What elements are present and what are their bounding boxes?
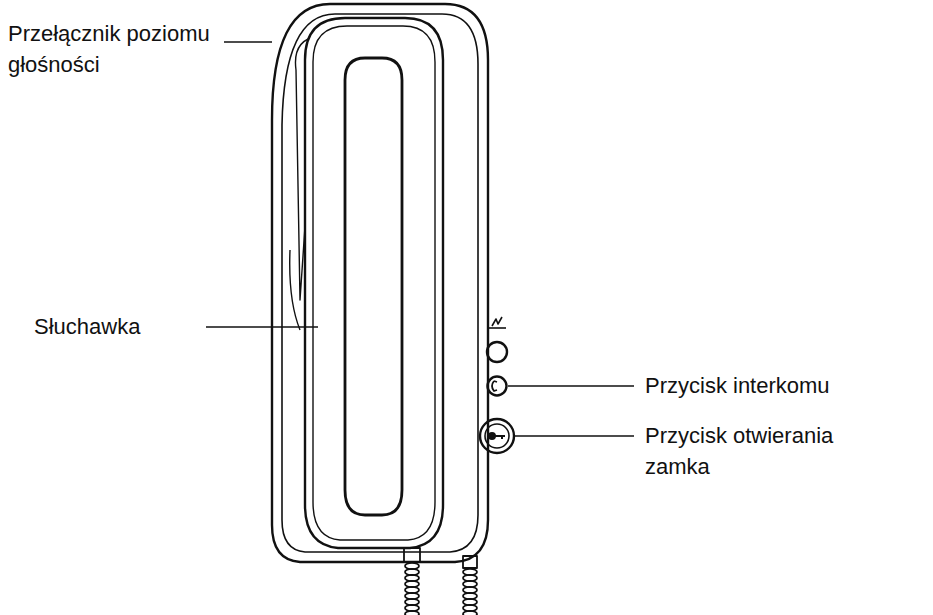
housing-rim (282, 14, 478, 552)
cradle (290, 250, 300, 330)
key-icon (489, 433, 505, 439)
housing (272, 4, 488, 562)
leader-line (206, 326, 318, 328)
leader-line (224, 41, 272, 43)
cord-coil (463, 611, 477, 615)
phone-icon (492, 381, 497, 391)
blank-button (487, 342, 507, 362)
handset-grip (345, 58, 402, 515)
leader-line (508, 385, 634, 387)
part-label: Słuchawka (34, 311, 204, 342)
lock-button (480, 419, 514, 453)
cord-coil (405, 611, 419, 615)
part-label: Przełącznik poziomu głośności (8, 18, 223, 80)
part-label: Przycisk otwierania zamka (645, 420, 860, 482)
lock-button-rim (485, 424, 509, 448)
intercom-button (488, 377, 507, 396)
handset (305, 18, 443, 548)
handset-edge (313, 26, 435, 540)
led-symbol (488, 317, 506, 328)
leader-line (514, 435, 634, 437)
part-label: Przycisk interkomu (645, 370, 925, 401)
cord-plug (463, 556, 477, 568)
cord-plug (404, 548, 420, 562)
